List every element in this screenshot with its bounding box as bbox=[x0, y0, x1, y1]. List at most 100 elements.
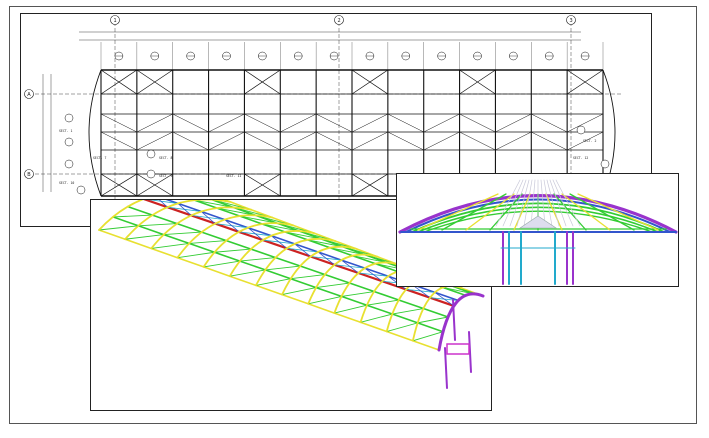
iso-brace bbox=[360, 313, 393, 323]
iso-arch-rib bbox=[333, 261, 400, 314]
iso-column bbox=[452, 299, 456, 341]
section-cable bbox=[509, 179, 527, 227]
plan-section-bubble bbox=[76, 185, 86, 195]
plan-section-bubble bbox=[576, 125, 586, 135]
plan-diagonal bbox=[387, 113, 424, 133]
iso-brace bbox=[306, 239, 344, 248]
label-sect-2: SECT. 2 bbox=[583, 139, 597, 143]
plan-diagonal bbox=[459, 113, 496, 133]
iso-brace bbox=[239, 257, 277, 262]
section-cable bbox=[549, 179, 567, 227]
iso-purlin bbox=[112, 216, 444, 333]
plan-section-bubble bbox=[64, 113, 74, 123]
plan-brace bbox=[459, 69, 496, 95]
iso-brace bbox=[307, 295, 342, 305]
iso-arch-rib bbox=[98, 200, 144, 231]
iso-brace bbox=[333, 304, 368, 314]
iso-brace-center bbox=[177, 203, 192, 216]
iso-brace-center bbox=[294, 243, 312, 257]
section-cable bbox=[523, 179, 533, 227]
iso-brace bbox=[417, 316, 449, 324]
iso-brace-center bbox=[159, 200, 168, 208]
iso-brace bbox=[163, 231, 203, 236]
grid-mark-1: 1 bbox=[114, 18, 117, 24]
iso-brace-center bbox=[364, 267, 383, 282]
iso-purlin bbox=[98, 229, 440, 351]
section-rib bbox=[561, 193, 611, 231]
plan-diagonal bbox=[459, 131, 496, 151]
plan-diagonal bbox=[244, 131, 281, 151]
plan-diagonal bbox=[172, 113, 209, 133]
iso-arch-rib bbox=[281, 245, 358, 296]
section-rib bbox=[489, 193, 523, 231]
plan-brace bbox=[100, 69, 138, 95]
iso-brace bbox=[366, 299, 400, 306]
iso-brace-center bbox=[341, 259, 359, 274]
iso-brace bbox=[341, 291, 375, 297]
iso-brace-center bbox=[247, 227, 264, 241]
section-cable bbox=[495, 179, 521, 227]
label-sect-1: SECT. 1 bbox=[59, 129, 73, 133]
section-3d-view bbox=[396, 173, 679, 287]
plan-diagonal bbox=[316, 131, 353, 151]
iso-brace bbox=[214, 248, 252, 253]
section-cable bbox=[516, 179, 530, 227]
plan-diagonal bbox=[387, 131, 424, 151]
grid-mark-b: B bbox=[27, 172, 31, 178]
plan-section-bubble bbox=[146, 169, 156, 179]
plan-diagonal bbox=[316, 113, 353, 133]
iso-end-frame bbox=[446, 343, 470, 355]
iso-purlin bbox=[143, 200, 455, 307]
iso-brace bbox=[315, 282, 350, 289]
section-cable bbox=[540, 179, 546, 227]
iso-brace bbox=[255, 278, 292, 286]
iso-arch-rib bbox=[307, 253, 379, 305]
iso-brace bbox=[290, 274, 326, 280]
plan-brace bbox=[351, 69, 389, 95]
iso-brace-center bbox=[200, 211, 216, 225]
iso-arch-rib bbox=[202, 222, 295, 268]
section-rib bbox=[417, 193, 499, 231]
section-rib bbox=[513, 193, 531, 231]
iso-brace bbox=[137, 223, 178, 227]
label-sect-9: SECT. 9 bbox=[159, 174, 173, 178]
iso-brace bbox=[261, 223, 300, 232]
plan-diagonal bbox=[531, 131, 568, 151]
plan-brace bbox=[136, 69, 173, 95]
iso-brace-center bbox=[434, 292, 455, 307]
plan-section-bubble bbox=[600, 159, 610, 169]
section-apex-plate bbox=[519, 215, 557, 229]
iso-brace bbox=[188, 240, 227, 244]
iso-brace bbox=[98, 225, 139, 231]
iso-brace bbox=[386, 322, 419, 332]
iso-arch-rib bbox=[228, 230, 316, 278]
iso-brace bbox=[177, 251, 215, 259]
iso-brace bbox=[193, 200, 235, 208]
plan-brace bbox=[136, 173, 173, 197]
iso-arch-rib bbox=[255, 237, 337, 287]
plan-diagonal bbox=[100, 131, 137, 151]
label-sect-10: SECT. 10 bbox=[59, 181, 74, 185]
plan-section-bubble bbox=[64, 159, 74, 169]
plan-diagonal bbox=[100, 113, 137, 133]
iso-brace bbox=[412, 331, 444, 342]
plan-diagonal bbox=[351, 113, 388, 133]
section-cable bbox=[555, 179, 581, 227]
plan-diagonal bbox=[351, 131, 388, 151]
plan-brace bbox=[100, 173, 138, 197]
label-sect-7: SECT. 7 bbox=[93, 156, 107, 160]
label-sect-8: SECT. 8 bbox=[159, 156, 173, 160]
iso-brace bbox=[391, 308, 424, 315]
iso-brace bbox=[150, 242, 190, 249]
section-cable bbox=[530, 179, 536, 227]
section-rib bbox=[553, 193, 587, 231]
section-rib bbox=[465, 193, 515, 231]
iso-brace bbox=[281, 287, 317, 296]
iso-brace bbox=[229, 269, 266, 277]
label-sect-12: SECT. 12 bbox=[573, 156, 588, 160]
iso-brace bbox=[329, 247, 366, 256]
plan-diagonal bbox=[495, 113, 532, 133]
iso-purlin bbox=[127, 205, 449, 318]
section-rib bbox=[577, 193, 659, 231]
iso-column bbox=[468, 331, 472, 373]
